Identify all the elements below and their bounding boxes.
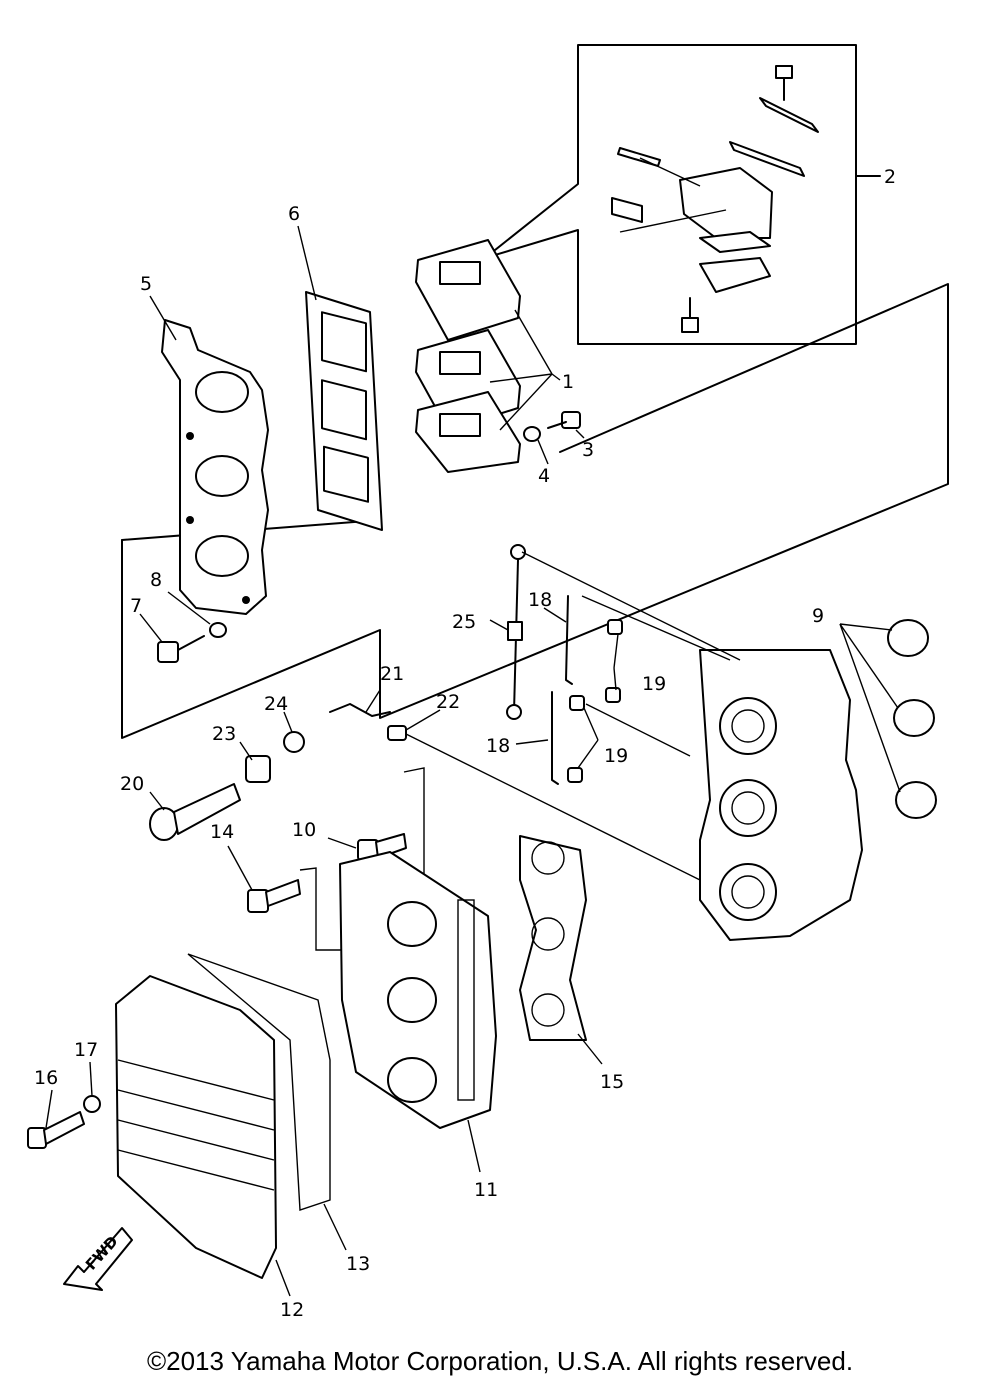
callout-10: 10 xyxy=(292,819,316,841)
assembly-outline-upper xyxy=(121,283,949,739)
callout-19-lower: 19 xyxy=(604,745,628,767)
throttle-links xyxy=(551,595,573,785)
cover-bolt xyxy=(247,867,356,951)
manifold-gasket xyxy=(305,291,383,531)
grommet-and-clip xyxy=(245,731,305,783)
callout-4: 4 xyxy=(538,465,550,487)
carb-gaskets xyxy=(519,835,587,1041)
callout-6: 6 xyxy=(288,203,300,225)
callout-20: 20 xyxy=(120,773,144,795)
intake-manifold-plate xyxy=(161,319,269,615)
link-joints xyxy=(567,595,731,783)
callout-23: 23 xyxy=(212,723,236,745)
silencer-cover xyxy=(115,975,277,1279)
leader-lines xyxy=(45,225,619,1297)
callout-9: 9 xyxy=(812,605,824,627)
reed-valve-exploded xyxy=(611,65,819,333)
callout-24: 24 xyxy=(264,693,288,715)
cover-gasket xyxy=(187,953,331,1211)
callout-13: 13 xyxy=(346,1253,370,1275)
callout-1: 1 xyxy=(562,371,574,393)
callout-18-upper: 18 xyxy=(528,589,552,611)
callout-2: 2 xyxy=(884,166,896,188)
callout-15: 15 xyxy=(600,1071,624,1093)
callout-12: 12 xyxy=(280,1299,304,1321)
callout-21: 21 xyxy=(380,663,404,685)
callout-5: 5 xyxy=(140,273,152,295)
choke-knob xyxy=(149,783,241,841)
screw-and-washer xyxy=(523,411,581,442)
callout-17: 17 xyxy=(74,1039,98,1061)
callout-19-upper: 19 xyxy=(642,673,666,695)
reed-valve-assemblies xyxy=(415,239,553,473)
callout-7: 7 xyxy=(130,595,142,617)
callout-25: 25 xyxy=(452,611,476,633)
fwd-arrow: FWD xyxy=(63,1227,133,1291)
callout-labels: 1 2 3 4 5 6 7 8 9 10 11 12 13 14 15 16 1… xyxy=(34,166,896,1321)
callout-18-lower: 18 xyxy=(486,735,510,757)
callout-8: 8 xyxy=(150,569,162,591)
bolt-and-washer xyxy=(157,622,227,663)
callout-3: 3 xyxy=(582,439,594,461)
callout-16: 16 xyxy=(34,1067,58,1089)
callout-22: 22 xyxy=(436,691,460,713)
carburetor-assembly xyxy=(699,649,863,941)
silencer-bolt xyxy=(357,767,425,890)
silencer-body xyxy=(339,851,497,1129)
copyright-notice: ©2013 Yamaha Motor Corporation, U.S.A. A… xyxy=(146,1346,854,1376)
callout-11: 11 xyxy=(474,1179,498,1201)
parts-diagram: FWD 1 2 3 4 5 6 7 xyxy=(27,44,949,1321)
cable-and-clip xyxy=(329,703,701,881)
link-rod xyxy=(506,544,741,720)
callout-14: 14 xyxy=(210,821,234,843)
cover-bolt-washer xyxy=(27,1095,101,1149)
hose-clamps xyxy=(839,619,937,819)
reed-valve-detail-inset xyxy=(484,44,881,345)
